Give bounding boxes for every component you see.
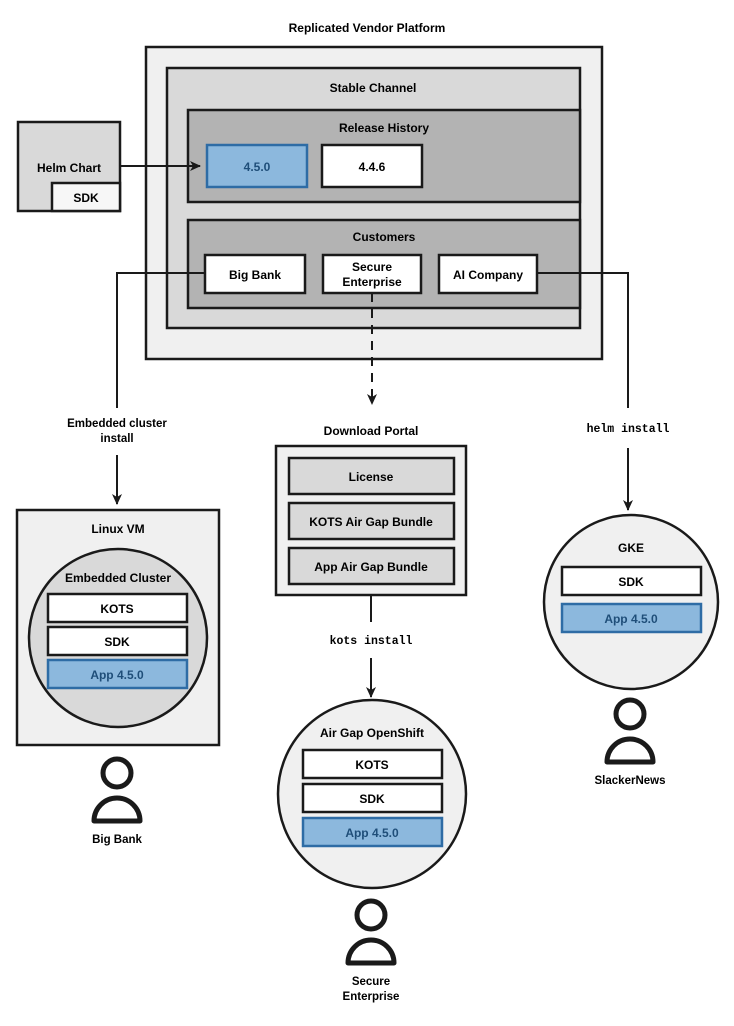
linux-vm-component-sdk-label: SDK: [104, 635, 130, 649]
customer-secure-enterprise[interactable]: [321, 253, 423, 295]
page-title: Replicated Vendor Platform: [289, 21, 446, 35]
openshift-component-sdk[interactable]: [301, 782, 444, 814]
user-label-slackernews: SlackerNews: [595, 775, 666, 787]
customer-big-bank[interactable]: [203, 253, 307, 295]
gke-component-sdk-label: SDK: [618, 575, 644, 589]
edge-bigbank-to-linuxvm: [116, 272, 205, 408]
user-icon-slackernews: [604, 697, 656, 765]
download-portal-item-app-airgap-label: App Air Gap Bundle: [314, 560, 428, 574]
customer-ai-company-label: AI Company: [453, 268, 523, 282]
openshift-component-app[interactable]: [301, 816, 444, 848]
user-icon-secure-enterprise: [345, 898, 397, 966]
linux-vm-component-kots-label: KOTS: [100, 602, 133, 616]
gke-component-app[interactable]: [560, 602, 703, 634]
openshift-component-sdk-label: SDK: [359, 792, 385, 806]
edge-aicompany-to-gke: [537, 272, 629, 408]
customer-ai-company[interactable]: [437, 253, 539, 295]
customer-secure-enterprise-label-2: Enterprise: [342, 275, 402, 289]
release-4-4-6[interactable]: [320, 143, 424, 189]
helm-chart-sdk-box[interactable]: [50, 181, 122, 213]
user-icon-big-bank: [91, 756, 143, 824]
release-4-4-6-label: 4.4.6: [359, 160, 386, 174]
linux-vm-component-sdk[interactable]: [46, 625, 189, 657]
target-linux-vm-label: Linux VM: [91, 522, 144, 536]
openshift-component-kots-label: KOTS: [355, 758, 388, 772]
linux-vm-component-app-label: App 4.5.0: [90, 668, 144, 682]
helm-chart-label: Helm Chart: [37, 161, 101, 175]
user-label-big-bank: Big Bank: [92, 834, 142, 846]
user-label-secure-enterprise-2: Enterprise: [343, 991, 400, 1003]
gke-component-app-label: App 4.5.0: [604, 612, 658, 626]
embedded-cluster-label: Embedded Cluster: [65, 571, 171, 585]
edge-kots-install-label: kots install: [330, 635, 413, 648]
user-label-secure-enterprise-1: Secure: [352, 976, 390, 988]
release-4-5-0-label: 4.5.0: [244, 160, 271, 174]
download-portal-label: Download Portal: [324, 424, 419, 438]
download-portal-item-kots-airgap[interactable]: [287, 501, 456, 541]
target-air-gap-openshift-label: Air Gap OpenShift: [320, 726, 424, 740]
customer-big-bank-label: Big Bank: [229, 268, 281, 282]
customer-secure-enterprise-label-1: Secure: [352, 260, 392, 274]
download-portal-item-license-label: License: [349, 470, 394, 484]
download-portal-item-app-airgap[interactable]: [287, 546, 456, 586]
edge-embedded-install-label-2: install: [100, 433, 133, 445]
edge-embedded-install-label-1: Embedded cluster: [67, 418, 167, 430]
release-history-label: Release History: [339, 121, 429, 135]
linux-vm-component-kots[interactable]: [46, 592, 189, 624]
openshift-component-kots[interactable]: [301, 748, 444, 780]
linux-vm-component-app[interactable]: [46, 658, 189, 690]
helm-chart-sdk-label: SDK: [73, 191, 99, 205]
target-gke-label: GKE: [618, 541, 644, 555]
customers-label: Customers: [353, 230, 416, 244]
download-portal-item-license[interactable]: [287, 456, 456, 496]
openshift-component-app-label: App 4.5.0: [345, 826, 399, 840]
target-gke-circle: [542, 513, 720, 691]
download-portal-item-kots-airgap-label: KOTS Air Gap Bundle: [309, 515, 433, 529]
stable-channel-label: Stable Channel: [330, 81, 417, 95]
gke-component-sdk[interactable]: [560, 565, 703, 597]
edge-helm-install-label: helm install: [587, 423, 670, 436]
release-4-5-0[interactable]: [205, 143, 309, 189]
